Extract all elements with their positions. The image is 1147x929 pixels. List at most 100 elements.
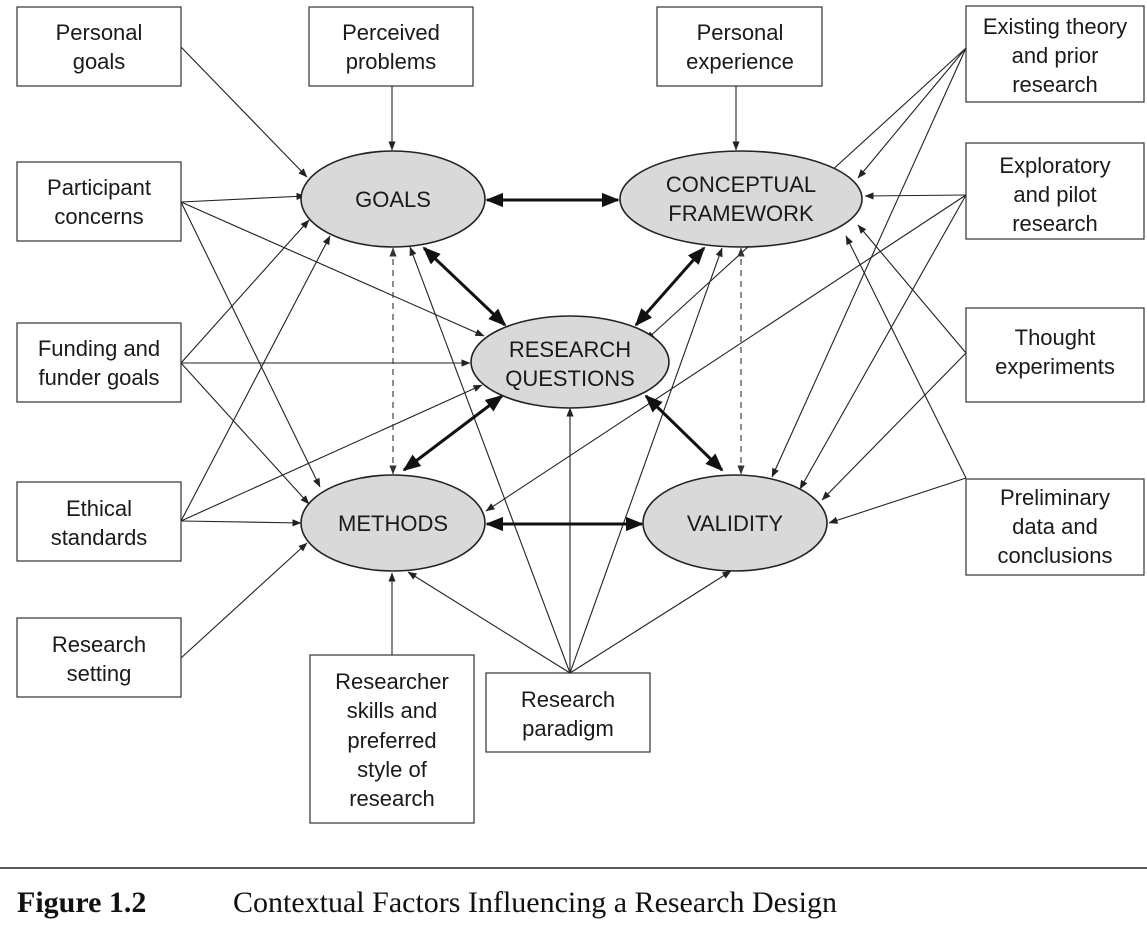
researcher-skills-line-2: skills and <box>347 698 437 723</box>
exploratory-research-box: Exploratory and pilot research <box>965 142 1145 240</box>
svg-text:METHODS: METHODS <box>338 511 448 536</box>
svg-text:conclusions: conclusions <box>998 543 1113 568</box>
existing-theory-line-3: research <box>1012 72 1098 97</box>
arrow-exploratory-research-to-methods <box>485 194 967 512</box>
research-questions-node: RESEARCH QUESTIONS <box>470 315 670 409</box>
arrow-participant-concerns-to-goals <box>180 192 306 203</box>
arrow-exploratory-research-to-conceptual-framework <box>864 192 967 200</box>
svg-text:research: research <box>1012 72 1098 97</box>
researcher-skills-line-4: style of <box>357 757 428 782</box>
connections-layer <box>180 46 967 674</box>
conceptual-framework-node: CONCEPTUAL FRAMEWORK <box>619 150 863 248</box>
ethical-standards-line-2: standards <box>51 525 148 550</box>
svg-text:Perceived: Perceived <box>342 20 440 45</box>
methods-label: METHODS <box>338 511 448 536</box>
svg-text:GOALS: GOALS <box>355 187 431 212</box>
arrow-ethical-standards-to-goals <box>180 235 331 522</box>
personal-goals-line-2: goals <box>73 49 126 74</box>
svg-text:problems: problems <box>346 49 436 74</box>
validity-node: VALIDITY <box>642 474 828 572</box>
existing-theory-box: Existing theory and prior research <box>965 5 1145 103</box>
goals-node: GOALS <box>300 150 486 248</box>
research-paradigm-box: Research paradigm <box>485 672 651 753</box>
svg-text:research: research <box>349 786 435 811</box>
svg-text:data and: data and <box>1012 514 1098 539</box>
thought-experiments-line-2: experiments <box>995 354 1115 379</box>
svg-text:experiments: experiments <box>995 354 1115 379</box>
arrow-ethical-standards-to-methods <box>180 519 302 527</box>
svg-text:Thought: Thought <box>1015 325 1096 350</box>
svg-text:setting: setting <box>67 661 132 686</box>
svg-text:Research: Research <box>52 632 146 657</box>
participant-concerns-box: Participant concerns <box>16 161 182 242</box>
svg-text:style of: style of <box>357 757 428 782</box>
participant-concerns-rect <box>16 161 182 242</box>
arrow-existing-theory-to-validity <box>771 47 967 478</box>
figure-title: Contextual Factors Influencing a Researc… <box>233 886 837 919</box>
svg-text:Research: Research <box>521 687 615 712</box>
researcher-skills-line-1: Researcher <box>335 669 449 694</box>
arrow-preliminary-data-to-conceptual-framework <box>845 235 967 479</box>
perceived-problems-line-1: Perceived <box>342 20 440 45</box>
research-questions-ellipse <box>470 315 670 409</box>
svg-text:Participant: Participant <box>47 175 151 200</box>
svg-text:Personal: Personal <box>56 20 143 45</box>
arrow-personal-goals-to-goals <box>180 46 308 178</box>
arrow-preliminary-data-to-validity <box>828 477 967 524</box>
researcher-skills-box: Researcher skills and preferred style of… <box>309 654 475 824</box>
arrow-exploratory-research-to-validity <box>799 194 967 490</box>
conceptual-framework-label-line-1: CONCEPTUAL <box>666 172 816 197</box>
svg-text:Figure 1.2: Figure 1.2 <box>17 886 146 919</box>
link-conceptual-framework-research-questions <box>634 246 706 327</box>
preliminary-data-line-2: data and <box>1012 514 1098 539</box>
thought-experiments-box: Thought experiments <box>965 307 1145 403</box>
svg-text:Ethical: Ethical <box>66 496 132 521</box>
svg-text:Personal: Personal <box>697 20 784 45</box>
exploratory-research-line-2: and pilot <box>1013 182 1096 207</box>
perceived-problems-line-2: problems <box>346 49 436 74</box>
preliminary-data-box: Preliminary data and conclusions <box>965 478 1145 576</box>
ethical-standards-box: Ethical standards <box>16 481 182 562</box>
svg-text:standards: standards <box>51 525 148 550</box>
exploratory-research-line-1: Exploratory <box>999 153 1110 178</box>
personal-goals-rect <box>16 6 182 87</box>
funding-box: Funding and funder goals <box>16 322 182 403</box>
link-research-questions-methods <box>402 394 504 472</box>
funding-line-1: Funding and <box>38 336 160 361</box>
conceptual-framework-ellipse <box>619 150 863 248</box>
arrow-funding-to-goals <box>180 219 310 364</box>
svg-text:research: research <box>1012 211 1098 236</box>
svg-text:QUESTIONS: QUESTIONS <box>505 366 635 391</box>
methods-node: METHODS <box>300 474 486 572</box>
personal-goals-box: Personal goals <box>16 6 182 87</box>
arrow-thought-experiments-to-conceptual-framework <box>857 224 967 354</box>
funding-line-2: funder goals <box>38 365 159 390</box>
research-paradigm-line-2: paradigm <box>522 716 614 741</box>
personal-experience-line-2: experience <box>686 49 794 74</box>
research-questions-label-line-2: QUESTIONS <box>505 366 635 391</box>
arrow-funding-to-methods <box>180 362 310 505</box>
research-paradigm-line-1: Research <box>521 687 615 712</box>
personal-experience-line-1: Personal <box>697 20 784 45</box>
arrow-participant-concerns-to-methods <box>180 201 321 488</box>
svg-text:Researcher: Researcher <box>335 669 449 694</box>
thought-experiments-rect <box>965 307 1145 403</box>
perceived-problems-rect <box>308 6 474 87</box>
svg-text:concerns: concerns <box>54 204 143 229</box>
existing-theory-rect <box>965 5 1145 103</box>
thought-experiments-line-1: Thought <box>1015 325 1096 350</box>
arrow-thought-experiments-to-validity <box>821 352 967 501</box>
svg-text:experience: experience <box>686 49 794 74</box>
researcher-skills-line-5: research <box>349 786 435 811</box>
methods-ellipse <box>300 474 486 572</box>
research-setting-box: Research setting <box>16 617 182 698</box>
existing-theory-line-1: Existing theory <box>983 14 1127 39</box>
svg-text:and pilot: and pilot <box>1013 182 1096 207</box>
personal-goals-line-1: Personal <box>56 20 143 45</box>
link-goals-research-questions <box>422 246 507 327</box>
svg-text:skills and: skills and <box>347 698 437 723</box>
svg-text:preferred: preferred <box>347 728 436 753</box>
research-questions-label-line-1: RESEARCH <box>509 337 631 362</box>
